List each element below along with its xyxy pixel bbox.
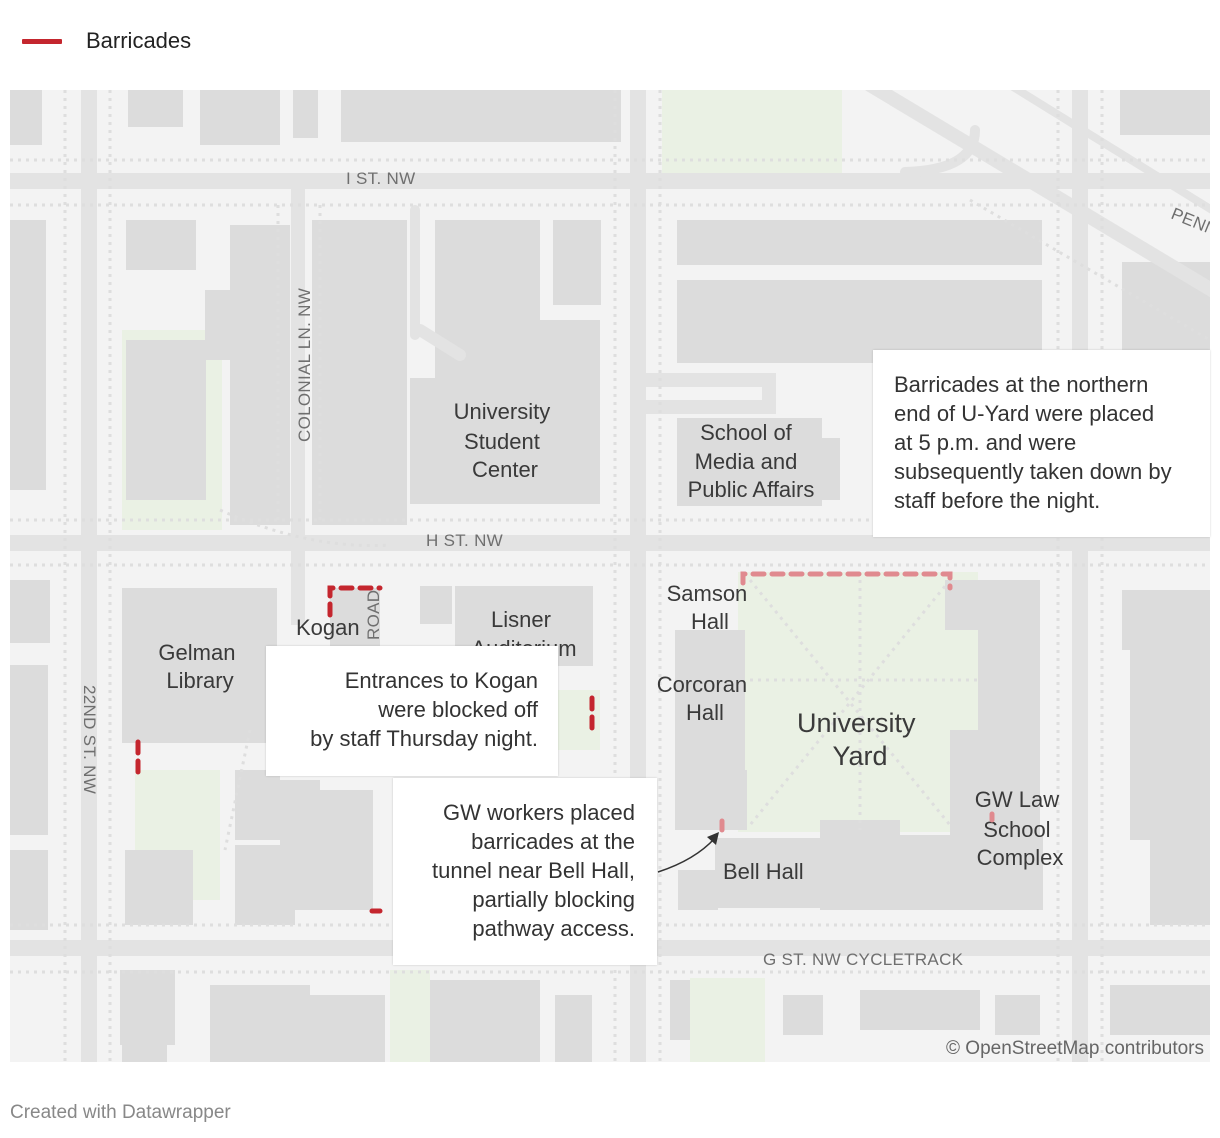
barricade-legend-swatch [22, 38, 62, 44]
kogan-label: Kogan [296, 615, 360, 640]
barricade-uyard-north [740, 571, 953, 591]
callout-kogan: Entrances to Kogan were blocked off by s… [266, 646, 558, 776]
legend: Barricades [22, 24, 191, 58]
corcoran-hall-label: Corcoran Hall [657, 672, 754, 725]
diagonal-streets [410, 90, 1210, 361]
barricade-kogan-north [327, 585, 383, 618]
colonial-ln-label: COLONIAL LN. NW [295, 288, 314, 442]
university-yard-label: University Yard [797, 708, 923, 771]
gelman-library-label: Gelman Library [158, 640, 241, 693]
callout-uyard: Barricades at the northern end of U-Yard… [873, 350, 1210, 537]
22nd-st-label: 22ND ST. NW [80, 685, 99, 794]
datawrapper-credit[interactable]: Created with Datawrapper [10, 1102, 231, 1123]
g-st-label: G ST. NW CYCLETRACK [763, 950, 964, 969]
barricades-active [135, 585, 595, 914]
callout-bell: GW workers placed barricades at the tunn… [393, 778, 657, 965]
road-label: ROAD [364, 590, 383, 640]
gw-law-label: GW Law School Complex [975, 787, 1065, 870]
callout-arrow-head [707, 832, 719, 845]
i-st-label: I ST. NW [346, 169, 415, 188]
osm-attribution: © OpenStreetMap contributors [946, 1038, 1204, 1059]
student-center-label: University Student Center [454, 399, 557, 482]
callout-arrow [657, 837, 716, 873]
buildings [10, 90, 1210, 1062]
legend-label: Barricades [86, 28, 192, 53]
smpa-label: School of Media and Public Affairs [688, 420, 815, 502]
green-areas [122, 90, 978, 1062]
h-st-label: H ST. NW [426, 531, 503, 550]
samson-hall-label: Samson Hall [667, 581, 754, 634]
barricades-removed [719, 571, 995, 833]
bell-hall-label: Bell Hall [723, 859, 804, 884]
